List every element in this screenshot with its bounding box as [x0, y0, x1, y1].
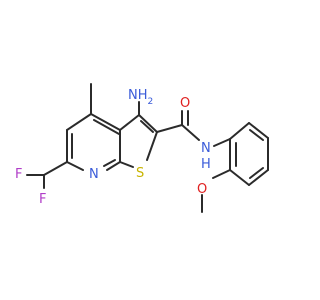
bond: [119, 161, 134, 168]
bond: [248, 122, 269, 139]
fluorine-bottom-label: F: [39, 192, 46, 207]
bond: [181, 124, 200, 141]
amino-group-label: NH2: [128, 88, 153, 107]
bond: [103, 159, 116, 167]
bond: [229, 122, 250, 140]
bond: [213, 138, 231, 147]
bond: [229, 169, 250, 186]
bond: [93, 119, 120, 135]
bond: [249, 129, 264, 141]
fluorine-top-label: F: [15, 167, 22, 182]
thiophene-sulfur-label: S: [136, 166, 144, 181]
bond: [248, 169, 269, 186]
bond: [66, 161, 84, 171]
amide-hydrogen-label: H: [201, 157, 211, 172]
bond: [212, 169, 231, 179]
bond: [43, 161, 68, 176]
amide-nitrogen-label: N: [201, 141, 211, 156]
bond-layer: [26, 83, 269, 213]
bond: [140, 120, 154, 133]
bond: [90, 113, 121, 131]
bond: [138, 114, 158, 133]
bond: [249, 167, 264, 179]
bond: [119, 114, 140, 131]
atom-label-layer: NH2 O N H N S F F O: [15, 88, 211, 207]
carbonyl-oxygen-label: O: [180, 96, 190, 111]
bond: [66, 113, 92, 131]
molecule-diagram: NH2 O N H N S F F O: [15, 83, 269, 213]
ether-oxygen-label: O: [197, 182, 207, 197]
pyridine-nitrogen-label: N: [89, 167, 99, 182]
bond: [156, 124, 183, 133]
bond: [146, 131, 158, 161]
bond: [106, 161, 121, 171]
